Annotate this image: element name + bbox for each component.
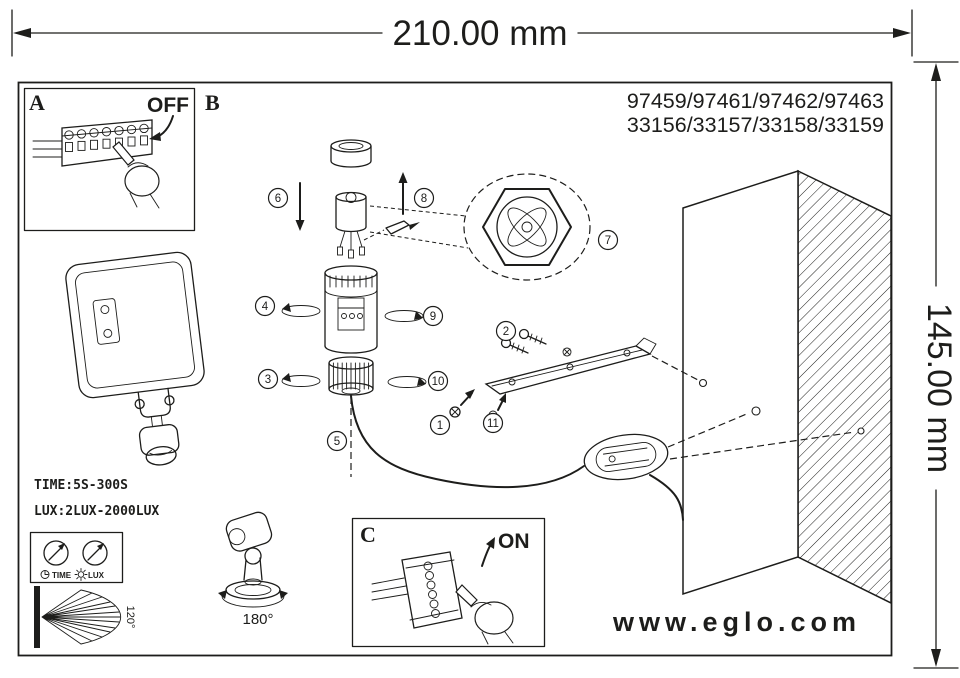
panel-a: A OFF [23,87,196,232]
height-dimension: 145.00 mm [913,61,959,669]
swivel-angle-label: 180° [242,611,273,628]
insert-arrow-up [398,172,408,215]
height-dimension-label: 145.00 mm [920,303,958,473]
callout-badges: 1 2 3 4 5 6 7 8 9 10 11 [254,187,619,452]
callout-2: 2 [495,320,517,342]
lux-range-label: LUX:2LUX-2000LUX [34,504,159,519]
width-dimension: 210.00 mm [11,9,913,57]
model-numbers-line2: 33156/33157/33158/33159 [627,113,884,137]
svg-text:8: 8 [421,193,427,205]
main-cable [350,395,585,489]
sun-icon [74,568,88,581]
svg-text:9: 9 [430,311,436,323]
svg-text:2: 2 [503,326,509,338]
wall-illustration [651,169,892,605]
detection-beam-icon: 120° [34,586,136,648]
svg-text:10: 10 [432,376,445,388]
swivel-sensor-illustration: 180° [218,511,288,628]
svg-text:3: 3 [265,374,271,386]
model-numbers-line1: 97459/97461/97462/97463 [627,89,884,113]
exploded-assembly [281,139,657,489]
on-state-label: ON [498,530,530,553]
svg-text:7: 7 [605,235,611,247]
locknut-part [463,173,591,281]
time-range-label: TIME:5S-300S [34,478,128,493]
off-state-label: OFF [147,94,189,117]
ring-nut-part [328,356,374,396]
on-arrow-icon [481,537,495,567]
wall-hole [698,378,708,388]
section-b-label: B [205,90,220,115]
time-dial [43,540,69,566]
website-label: www.eglo.com [612,607,861,637]
adjustment-dials: TIME LUX [29,531,124,584]
time-dial-label: TIME [52,571,72,580]
clock-icon [40,570,50,579]
callout-8: 8 [413,187,435,209]
detection-angle-label: 120° [124,606,136,629]
cable-to-wall [649,474,684,521]
svg-text:4: 4 [262,301,269,313]
sensor-module-part [335,191,367,259]
insert-arrow-down [295,182,305,231]
svg-text:11: 11 [487,418,499,430]
callout-4: 4 [254,295,276,317]
svg-text:1: 1 [437,420,443,432]
hand-icon [455,584,514,645]
callout-7: 7 [597,229,619,251]
hand-icon [112,141,160,209]
wall-hole [857,427,865,435]
callout-5: 5 [326,430,348,452]
width-dimension-label: 210.00 mm [392,14,567,53]
lux-dial-label: LUX [88,571,105,580]
callout-9: 9 [422,305,444,327]
panel-c: C ON [351,517,546,648]
callout-1: 1 [429,414,451,436]
wall-hole [751,406,761,416]
cap-part [330,139,372,168]
svg-text:6: 6 [275,193,281,205]
svg-text:5: 5 [334,436,340,448]
callout-6: 6 [267,187,289,209]
callout-3: 3 [257,368,279,390]
rotate-arrow-icon [281,373,427,388]
floodlight-illustration [65,251,205,466]
off-arrow-icon [149,115,174,141]
wire-connector-part [385,220,420,235]
terminal-strip-illustration [32,119,153,167]
callout-11: 11 [482,412,504,434]
terminal-strip-illustration [371,551,463,629]
callout-10: 10 [427,370,449,392]
sensor-head-unit [583,433,669,481]
mounting-bracket-part [484,337,657,395]
section-c-label: C [360,522,376,547]
lux-dial [82,540,108,566]
section-a-label: A [29,90,45,115]
housing-body-part [324,265,378,354]
